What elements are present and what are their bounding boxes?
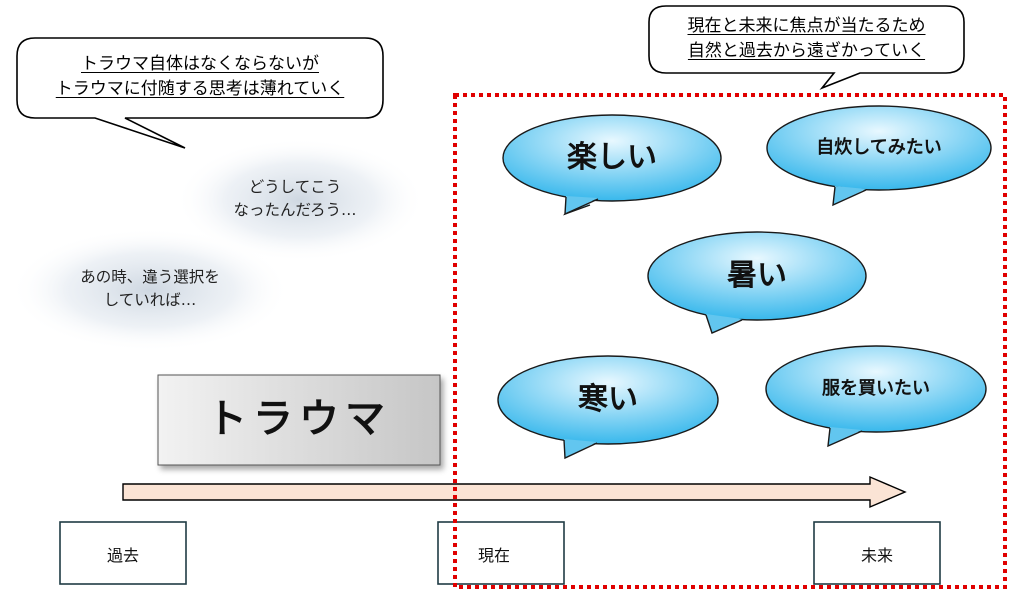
left-callout-line1: トラウマ自体はなくならないが	[81, 54, 319, 74]
bubble-clothes-label: 服を買いたい	[822, 378, 930, 399]
timeline-box-future	[813, 521, 941, 585]
right-callout-line1: 現在と未来に焦点が当たるため	[687, 16, 926, 36]
present-future-highlight	[453, 93, 1007, 589]
timeline-label-present: 現在	[478, 546, 511, 565]
bubble-hot	[647, 231, 867, 334]
timeline-label-past: 過去	[106, 546, 139, 565]
bubble-cold-label: 寒い	[578, 382, 638, 417]
trauma-box	[157, 374, 441, 466]
right-callout	[648, 5, 965, 90]
left-callout-line2: トラウマに付随する思考は薄れていく	[55, 79, 345, 99]
thought-upper: どうしてこう なったんだろう…	[190, 176, 400, 222]
bubble-cold	[497, 355, 719, 460]
right-callout-line2: 自然と過去から遠ざかっていく	[687, 41, 926, 61]
thought-lower: あの時、違う選択を していれば…	[35, 266, 265, 312]
bubble-fun	[502, 114, 722, 216]
timeline-box-present	[437, 521, 565, 585]
thought-upper-line2: なったんだろう…	[233, 201, 357, 219]
timeline-arrow	[122, 475, 907, 509]
left-callout	[16, 37, 384, 149]
bubble-clothes	[765, 345, 987, 448]
trauma-label: トラウマ	[207, 396, 391, 442]
thought-upper-line1: どうしてこう	[248, 178, 342, 196]
bubble-cook-label: 自炊してみたい	[816, 137, 942, 158]
left-callout-text: トラウマ自体はなくならないが トラウマに付随する思考は薄れていく	[17, 52, 383, 102]
timeline-label-future: 未来	[860, 546, 893, 565]
bubble-fun-label: 楽しい	[567, 140, 657, 175]
bubble-cook	[766, 105, 992, 207]
thought-glow-upper	[175, 138, 425, 262]
thought-glow-lower	[10, 228, 290, 352]
thought-lower-line1: あの時、違う選択を	[80, 268, 220, 286]
thought-lower-line2: していれば…	[103, 291, 197, 309]
timeline-box-past	[59, 521, 187, 585]
right-callout-text: 現在と未来に焦点が当たるため 自然と過去から遠ざかっていく	[649, 14, 964, 64]
bubble-hot-label: 暑い	[727, 258, 787, 293]
